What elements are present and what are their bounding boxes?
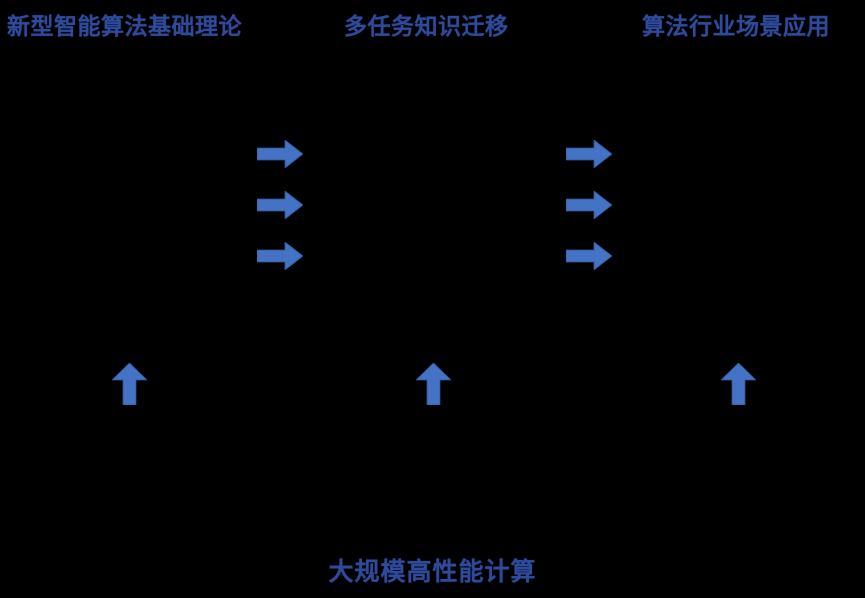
- base-title-high-performance-computing: 大规模高性能计算: [328, 558, 537, 586]
- arrow-right-icon: [566, 242, 612, 270]
- arrow-right-icon: [257, 191, 303, 219]
- pillar-title-multitask-transfer: 多任务知识迁移: [344, 13, 509, 39]
- pillar-title-foundation-theory: 新型智能算法基础理论: [7, 13, 242, 39]
- arrow-right-icon: [257, 242, 303, 270]
- arrow-right-icon: [257, 140, 303, 168]
- arrow-right-icon: [566, 140, 612, 168]
- pillar-title-industry-application: 算法行业场景应用: [642, 13, 830, 39]
- arrow-right-icon: [566, 191, 612, 219]
- arrow-up-icon: [721, 363, 756, 405]
- arrow-up-icon: [112, 363, 147, 405]
- arrow-up-icon: [416, 363, 451, 405]
